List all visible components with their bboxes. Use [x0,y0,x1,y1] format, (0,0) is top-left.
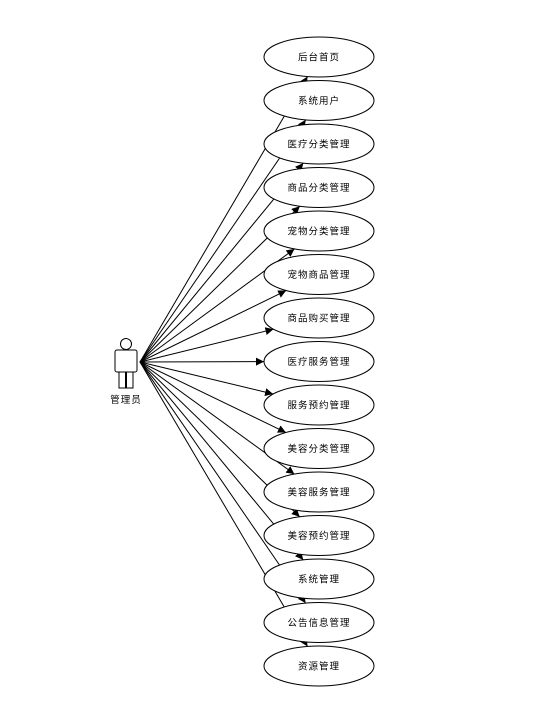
use-case-ellipse [263,428,375,469]
use-case-label: 服务预约管理 [287,400,350,412]
use-case: 系统管理 [263,558,375,600]
use-case-label: 商品分类管理 [287,182,350,194]
use-case-label: 资源管理 [298,661,340,673]
association-line [139,361,308,647]
use-case-ellipse [263,515,375,556]
use-case-ellipse [263,558,375,600]
use-case-label: 医疗分类管理 [287,139,350,151]
person-icon [114,338,138,389]
use-case: 服务预约管理 [263,384,375,426]
association-line [139,76,308,363]
use-case-ellipse [263,254,375,295]
use-case-ellipse [263,297,375,339]
actor-label: 管理员 [110,394,142,406]
use-case-label: 系统管理 [298,574,340,586]
use-case: 美容分类管理 [263,428,375,469]
use-case: 系统用户 [263,80,375,121]
use-case: 后台首页 [263,36,375,78]
use-case: 美容预约管理 [263,515,375,556]
use-case: 医疗分类管理 [263,123,375,165]
use-case-label: 宠物分类管理 [287,226,350,238]
use-case: 美容服务管理 [263,471,375,513]
use-case: 商品分类管理 [263,167,375,208]
use-case: 资源管理 [263,645,375,687]
use-case-label: 系统用户 [298,95,340,107]
use-case-ellipse [263,167,375,208]
use-case-ellipse [263,341,375,382]
association-line [139,361,287,433]
use-case-label: 公告信息管理 [287,617,350,629]
use-case-label: 宠物商品管理 [287,269,350,281]
association-line [139,361,307,604]
use-case: 公告信息管理 [263,602,375,643]
use-case-ellipse [263,123,375,165]
use-case: 宠物分类管理 [263,210,375,252]
association-line [139,290,287,363]
association-line [139,119,307,363]
use-case-ellipse [263,80,375,121]
use-case: 商品购买管理 [263,297,375,339]
use-case-ellipse [263,384,375,426]
use-cases: 后台首页系统用户医疗分类管理商品分类管理宠物分类管理宠物商品管理商品购买管理医疗… [263,36,375,687]
association-line [139,327,274,363]
use-case-label: 后台首页 [298,52,340,64]
use-case-ellipse [263,645,375,687]
use-case-ellipse [263,36,375,78]
association-line [139,361,274,397]
use-case-label: 商品购买管理 [287,313,350,325]
use-case-ellipse [263,602,375,643]
use-case-label: 美容服务管理 [287,487,350,499]
use-case-label: 医疗服务管理 [287,356,350,368]
use-case: 医疗服务管理 [263,341,375,382]
use-case-label: 美容预约管理 [287,530,350,542]
use-case-ellipse [263,471,375,513]
actor: 管理员 [110,338,142,406]
use-case: 宠物商品管理 [263,254,375,295]
use-case-ellipse [263,210,375,252]
use-case-label: 美容分类管理 [287,443,350,455]
